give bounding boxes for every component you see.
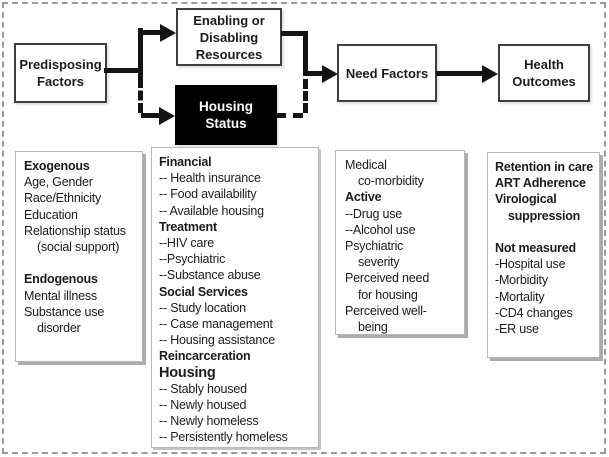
health-outcomes-box: Health Outcomes (498, 44, 590, 102)
arrowhead-to-health-icon (482, 65, 498, 83)
list-item: Mental illness (24, 288, 97, 303)
list-item: (social support) (37, 240, 120, 255)
connector-branch-down-dashed (138, 78, 143, 113)
list-item: being (358, 320, 388, 335)
list-item: -- Food availability (159, 187, 257, 202)
list-item: -- Study location (159, 300, 246, 315)
list-item: Housing (159, 364, 216, 381)
list-item: Retention in care (495, 160, 594, 174)
list-item: Reincarceration (159, 349, 251, 364)
list-item: --Drug use (345, 206, 403, 221)
connector-to-enabling-shaft (142, 30, 162, 35)
list-item: for housing (358, 287, 418, 302)
list-item: -Morbidity (495, 273, 548, 288)
list-item: -- Newly homeless (159, 414, 259, 429)
list-item: -- Available housing (159, 203, 264, 218)
list-item: Treatment (159, 219, 217, 234)
list-item: co-morbidity (358, 174, 424, 189)
list-item: -ER use (495, 322, 539, 337)
list-item (24, 255, 142, 271)
list-item (495, 224, 599, 240)
list-item: Relationship status (24, 223, 126, 238)
list-item: -- Persistently homeless (159, 430, 288, 445)
list-item: --Substance abuse (159, 268, 261, 283)
enabling-disabling-resources-box: Enabling or Disabling Resources (176, 8, 282, 66)
list-item: Substance use (24, 304, 105, 319)
connector-predisposing-trunk (104, 68, 143, 73)
list-item: Race/Ethnicity (24, 191, 102, 206)
list-item: severity (358, 255, 400, 270)
list-item: Virological (495, 192, 557, 207)
list-item: Perceived need (345, 271, 430, 286)
list-item: Endogenous (24, 272, 98, 287)
connector-housing-out-dashed (276, 113, 303, 118)
list-item: -CD4 changes (495, 305, 573, 320)
list-item: Social Services (159, 284, 248, 299)
list-item: Active (345, 190, 382, 205)
arrowhead-to-enabling-icon (160, 24, 176, 42)
list-item: -- Health insurance (159, 171, 261, 186)
arrowhead-to-need-icon (322, 65, 338, 83)
list-item: ART Adherence (495, 176, 586, 191)
list-item: Medical (345, 158, 387, 172)
list-item: Not measured (495, 241, 576, 256)
list-item: -- Stably housed (159, 381, 247, 396)
list-item: -- Housing assistance (159, 333, 275, 348)
connector-housing-up-dashed (303, 79, 308, 113)
list-item: -Hospital use (495, 257, 566, 272)
list-item: -- Newly housed (159, 398, 247, 413)
list-item: Financial (159, 155, 212, 169)
list-item: Education (24, 207, 78, 222)
connector-enabling-down (303, 31, 308, 75)
connector-enabling-out (281, 31, 308, 36)
connector-to-need-shaft (303, 71, 323, 76)
list-item: disorder (37, 321, 81, 336)
list-item: Exogenous (24, 159, 90, 173)
list-item: --Psychiatric (159, 252, 226, 267)
arrowhead-to-housing-icon (159, 107, 175, 125)
list-item: suppression (508, 208, 581, 223)
connector-branch-up-solid (138, 28, 143, 78)
list-item: Psychiatric (345, 239, 404, 254)
resources-details-list: Financial -- Health insurance-- Food avai… (159, 154, 318, 446)
list-item: -Mortality (495, 289, 545, 304)
list-item: --HIV care (159, 236, 214, 251)
resources-details-panel: Financial -- Health insurance-- Food avai… (151, 147, 319, 448)
list-item: --Alcohol use (345, 222, 416, 237)
housing-status-box: Housing Status (175, 85, 277, 145)
list-item: Age, Gender (24, 175, 93, 190)
connector-need-to-health-shaft (436, 71, 483, 76)
list-item: Perceived well- (345, 303, 427, 318)
predisposing-factors-box: Predisposing Factors (14, 43, 107, 103)
list-item: -- Case management (159, 317, 273, 332)
need-factors-box: Need Factors (337, 44, 437, 102)
connector-to-housing-shaft (141, 113, 159, 118)
